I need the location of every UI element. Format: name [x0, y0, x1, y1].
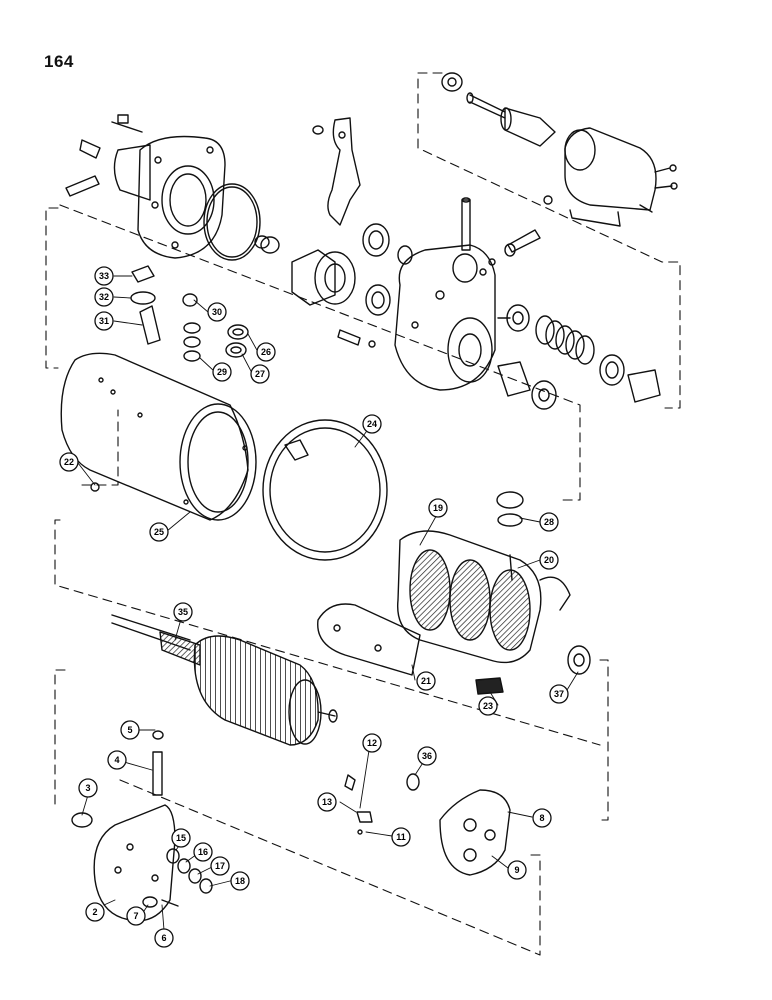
callout-17: 17: [210, 856, 230, 876]
callout-4: 4: [107, 750, 127, 770]
callout-29: 29: [212, 362, 232, 382]
page-number: 164: [44, 52, 74, 71]
callout-20: 20: [539, 550, 559, 570]
svg-text:26: 26: [261, 347, 271, 357]
callout-23: 23: [478, 696, 498, 716]
svg-text:22: 22: [64, 457, 74, 467]
callout-22: 22: [59, 452, 79, 472]
svg-text:3: 3: [85, 783, 90, 793]
callout-36: 36: [417, 746, 437, 766]
callout-24: 24: [362, 414, 382, 434]
pole-shoe-band: [262, 419, 388, 561]
svg-text:18: 18: [235, 876, 245, 886]
field-frame: [60, 352, 257, 521]
callout-21: 21: [416, 671, 436, 691]
svg-text:23: 23: [483, 701, 493, 711]
callout-33: 33: [94, 266, 114, 286]
callout-7: 7: [126, 906, 146, 926]
svg-text:4: 4: [114, 755, 119, 765]
terminal-hardware: [130, 265, 249, 362]
callout-16: 16: [193, 842, 213, 862]
callout-6: 6: [154, 928, 174, 948]
callout-13: 13: [317, 792, 337, 812]
commutator-end-plate: [71, 730, 213, 922]
callout-11: 11: [391, 827, 411, 847]
svg-text:8: 8: [539, 813, 544, 823]
callout-3: 3: [78, 778, 98, 798]
bushing: [567, 645, 591, 675]
callout-28: 28: [539, 512, 559, 532]
svg-text:11: 11: [396, 832, 406, 842]
svg-text:19: 19: [433, 503, 443, 513]
callout-31: 31: [94, 311, 114, 331]
svg-text:12: 12: [367, 738, 377, 748]
svg-text:29: 29: [217, 367, 227, 377]
callout-32: 32: [94, 287, 114, 307]
callout-12: 12: [362, 733, 382, 753]
shift-lever-group: [254, 117, 541, 316]
armature: [111, 614, 338, 746]
svg-text:21: 21: [421, 676, 431, 686]
callout-30: 30: [207, 302, 227, 322]
svg-text:13: 13: [322, 797, 332, 807]
svg-text:30: 30: [212, 307, 222, 317]
brush-holder-plate: [344, 773, 511, 876]
callout-26: 26: [256, 342, 276, 362]
svg-text:7: 7: [133, 911, 138, 921]
callout-25: 25: [149, 522, 169, 542]
callout-27: 27: [250, 364, 270, 384]
callout-8: 8: [532, 808, 552, 828]
svg-text:17: 17: [215, 861, 225, 871]
callout-9: 9: [507, 860, 527, 880]
svg-text:20: 20: [544, 555, 554, 565]
drive-housing: [65, 114, 261, 261]
callout-35: 35: [173, 602, 193, 622]
pole-shoe: [317, 603, 504, 695]
svg-text:28: 28: [544, 517, 554, 527]
svg-text:6: 6: [161, 933, 166, 943]
intermediate-housing: [337, 244, 496, 391]
callout-15: 15: [171, 828, 191, 848]
svg-text:5: 5: [127, 725, 132, 735]
solenoid-assembly: [441, 72, 678, 227]
drive-spring-group: [497, 304, 661, 410]
svg-text:31: 31: [99, 316, 109, 326]
svg-text:15: 15: [176, 833, 186, 843]
svg-text:24: 24: [367, 419, 377, 429]
svg-text:9: 9: [514, 865, 519, 875]
svg-text:35: 35: [178, 607, 188, 617]
callout-2: 2: [85, 902, 105, 922]
svg-text:16: 16: [198, 847, 208, 857]
callout-18: 18: [230, 871, 250, 891]
svg-text:33: 33: [99, 271, 109, 281]
field-coil-assembly: [396, 491, 571, 664]
callout-19: 19: [428, 498, 448, 518]
svg-text:37: 37: [554, 689, 564, 699]
callout-37: 37: [549, 684, 569, 704]
svg-text:27: 27: [255, 369, 265, 379]
svg-text:32: 32: [99, 292, 109, 302]
callout-5: 5: [120, 720, 140, 740]
svg-text:36: 36: [422, 751, 432, 761]
assembly-dashed-outlines: [45, 72, 681, 956]
svg-text:2: 2: [92, 907, 97, 917]
callout-labels: 33 32 31 30 26 27 29 22 25 24 19 28 20 2…: [59, 266, 569, 948]
svg-text:25: 25: [154, 527, 164, 537]
